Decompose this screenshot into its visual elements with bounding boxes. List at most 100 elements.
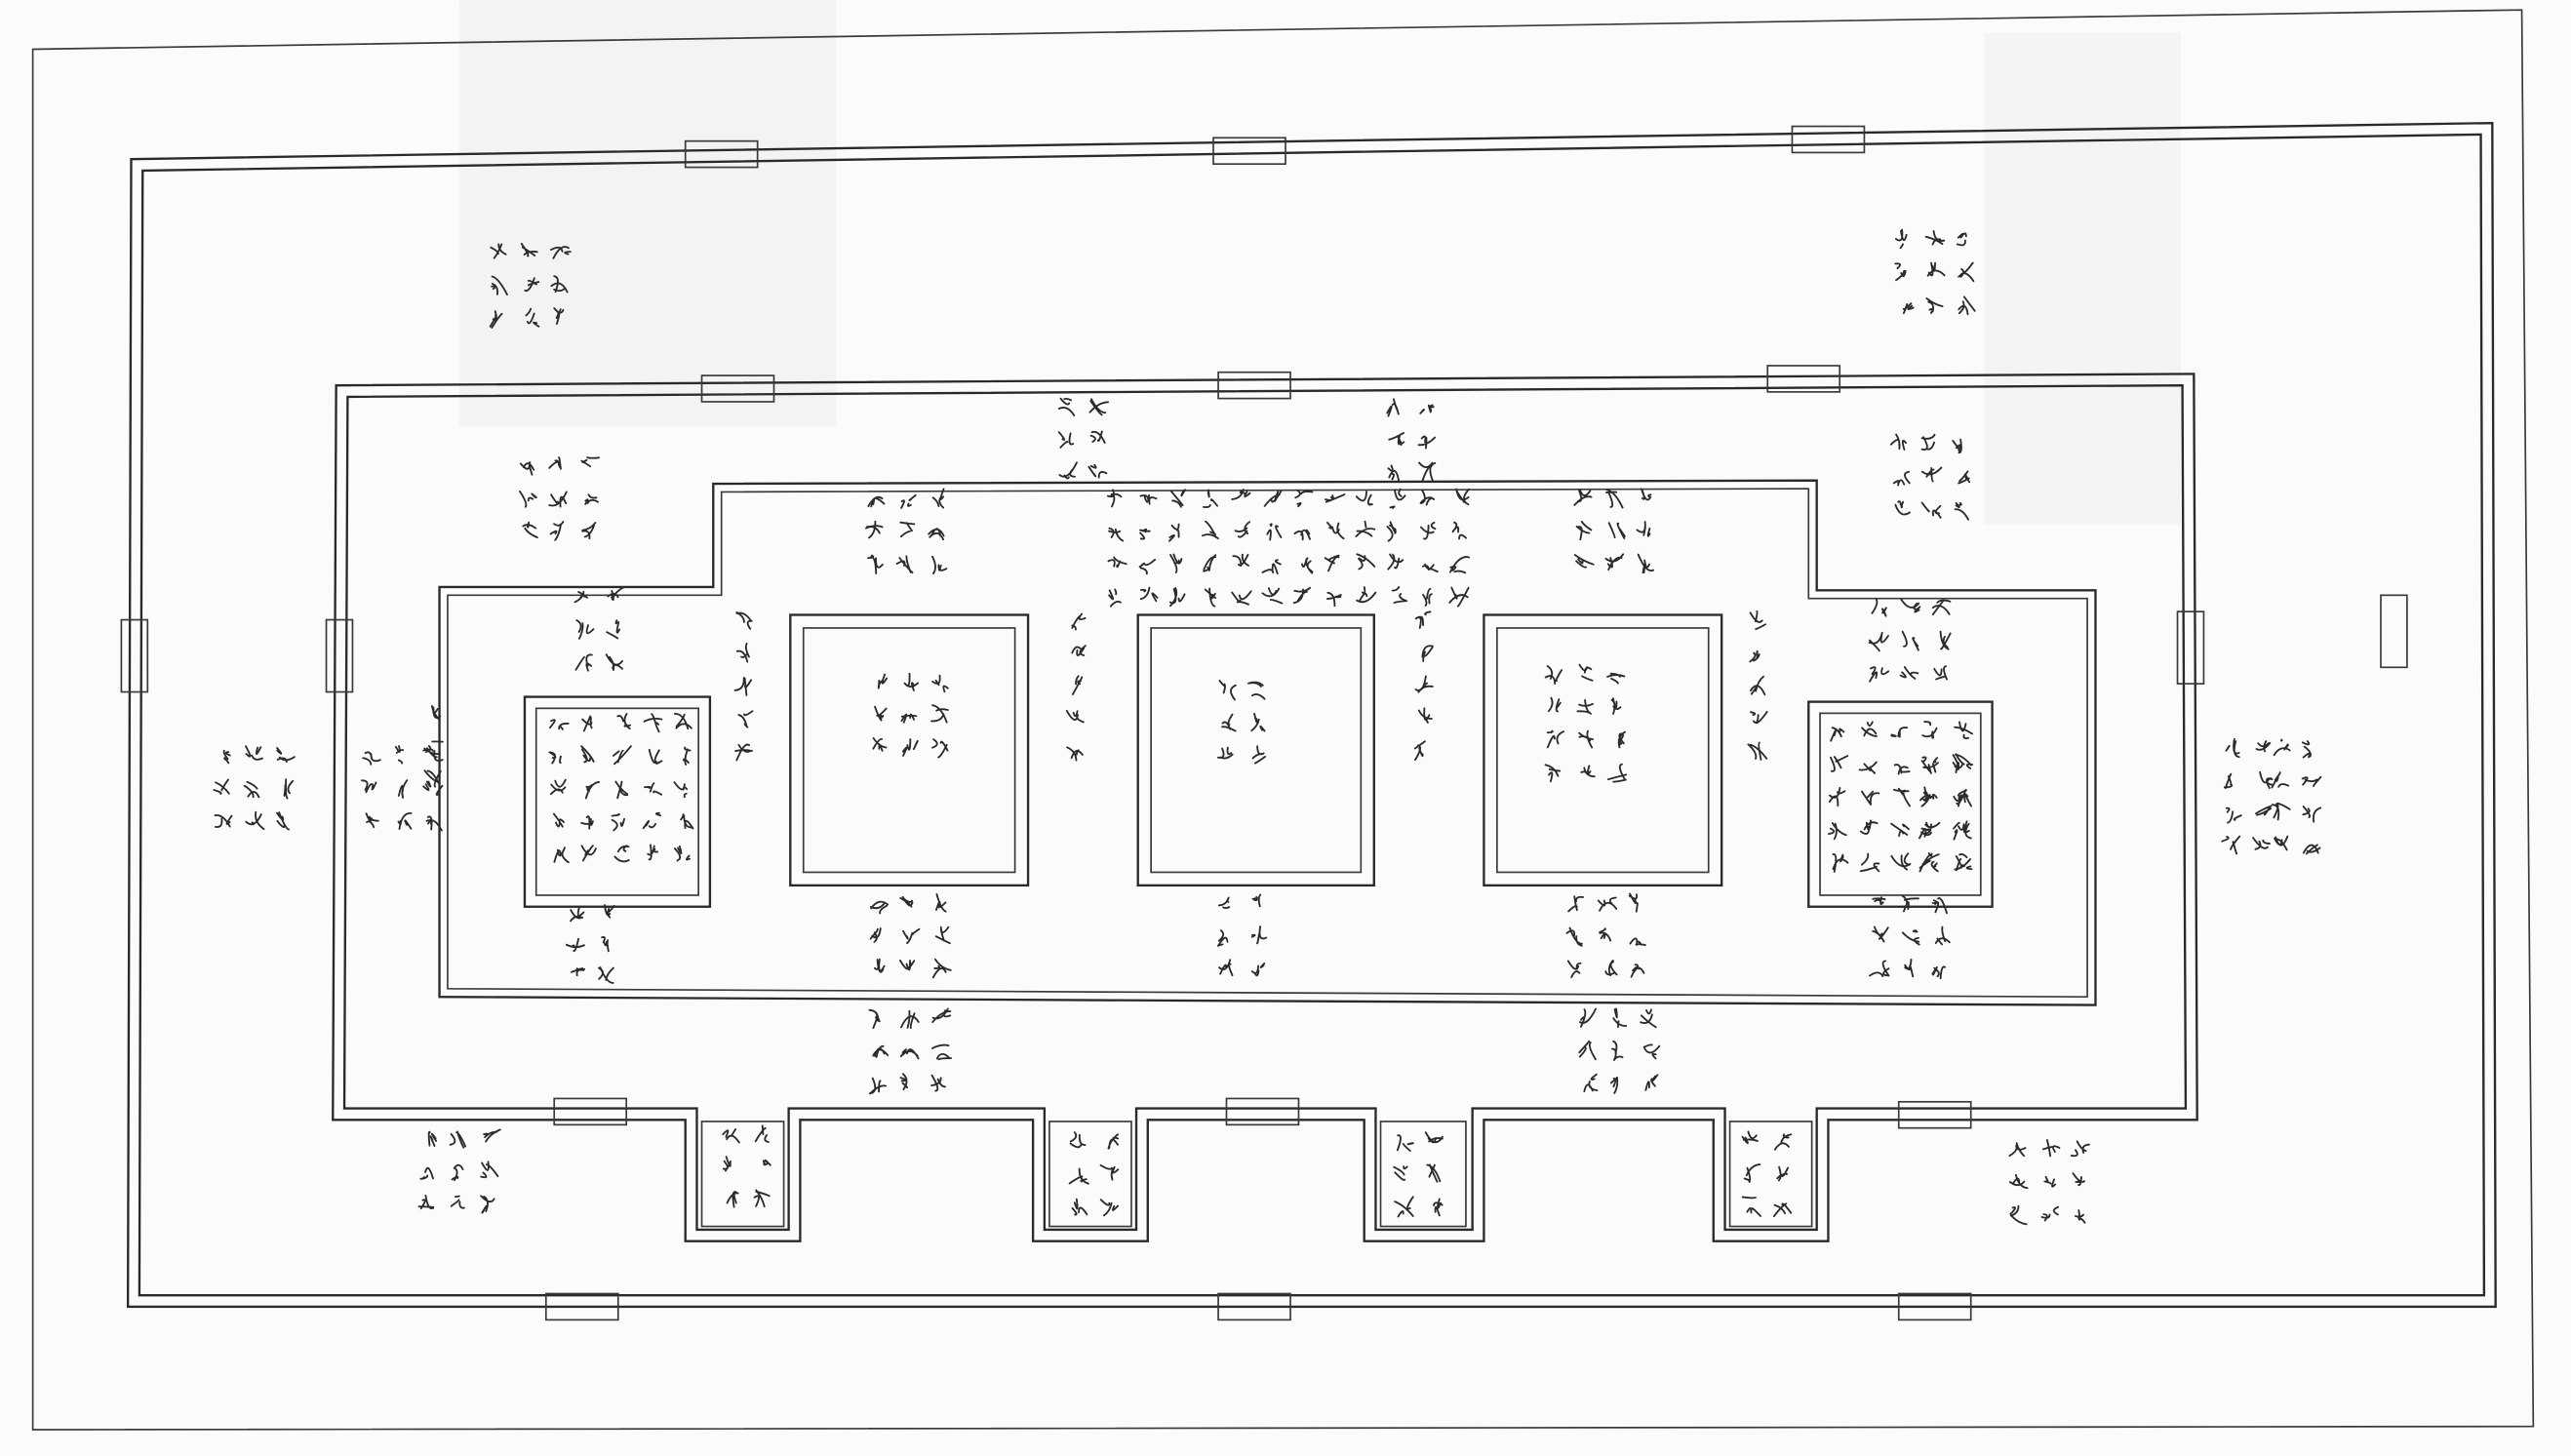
inscription-glyph (598, 966, 614, 984)
inscription-glyph (735, 611, 753, 630)
inscription-glyph (1139, 586, 1159, 603)
inscription-glyph (1830, 727, 1845, 742)
inscription-glyph (1386, 521, 1397, 542)
inscription-glyph (900, 1009, 920, 1030)
inscription-glyph (1263, 490, 1283, 507)
inscription-glyph (1251, 745, 1267, 765)
inscription-glyph (574, 590, 588, 604)
halls (523, 613, 1994, 908)
inscription-glyph (213, 778, 230, 795)
inscription-glyph (1250, 712, 1266, 732)
inscription-glyph (451, 1163, 464, 1182)
inscription-glyph (519, 461, 535, 476)
inscription-glyph (574, 653, 593, 672)
inscription-glyph (2254, 805, 2273, 816)
inscription-glyph (1418, 461, 1437, 483)
inscription-glyph (518, 490, 537, 508)
inscription-glyph (1324, 554, 1340, 572)
inscription-glyph (1234, 521, 1250, 538)
inscription-glyph (1931, 599, 1952, 616)
sheet-border (31, 9, 2535, 1431)
inscription-glyph (425, 815, 443, 832)
inscription-glyph (553, 307, 565, 326)
inscription-glyph (734, 743, 753, 762)
gate-marker (2176, 610, 2205, 685)
inscription-glyph (283, 778, 295, 800)
inscription-glyph (1424, 1131, 1444, 1144)
inscription-glyph (1107, 489, 1123, 508)
inscription-glyph (2072, 1172, 2085, 1187)
inscription-glyph (1610, 1040, 1624, 1061)
paper-stains (458, 0, 2181, 526)
inscription-glyph (361, 779, 377, 794)
inscription-glyph (1218, 959, 1234, 977)
inscription-glyph (1830, 755, 1849, 772)
inscription-glyph (1293, 529, 1311, 541)
inscription-glyph (737, 710, 754, 728)
inscription-glyph (553, 846, 570, 864)
inscription-marks (213, 228, 2322, 1226)
inscription-glyph (1920, 466, 1943, 483)
inscription-glyph (1890, 852, 1912, 871)
inscription-glyph (1261, 559, 1282, 575)
inscription-glyph (673, 781, 689, 799)
inscription-glyph (1426, 1163, 1442, 1183)
inscription-glyph (1578, 1040, 1597, 1061)
inscription-glyph (245, 810, 265, 830)
inscription-glyph (647, 844, 659, 861)
inscription-glyph (584, 781, 601, 800)
inscription-glyph (450, 1195, 465, 1209)
inscription-glyph (422, 780, 444, 796)
inscription-glyph (276, 811, 290, 831)
inscription-glyph (1920, 433, 1936, 451)
inscription-glyph (1931, 897, 1948, 915)
inscription-glyph (1871, 598, 1887, 617)
inscription-glyph (1301, 557, 1314, 574)
inscription-glyph (480, 1195, 495, 1214)
gate-marker (1217, 371, 1291, 400)
inscription-glyph (2221, 835, 2241, 855)
inscription-glyph (1089, 430, 1106, 444)
inscription-glyph (431, 705, 442, 722)
inscription-glyph (1894, 500, 1911, 516)
inscription-glyph (1421, 563, 1439, 573)
inscription-glyph (1216, 746, 1234, 760)
inscription-glyph (673, 712, 692, 730)
gate-marker (325, 618, 354, 693)
inscription-glyph (2041, 1139, 2061, 1158)
inscription-glyph (1393, 1165, 1408, 1181)
gate-marker (1217, 1292, 1291, 1321)
inscription-glyph (930, 1074, 946, 1092)
inscription-glyph (901, 738, 919, 757)
inscription-glyph (1609, 1076, 1619, 1094)
inscription-glyph (1448, 586, 1470, 608)
inscription-glyph (1217, 896, 1231, 910)
inscription-glyph (1396, 1134, 1414, 1152)
inscription-glyph (1419, 489, 1436, 506)
inscription-glyph (548, 491, 568, 508)
inscription-glyph (548, 751, 562, 765)
inscription-glyph (872, 1044, 890, 1058)
inscription-glyph (423, 769, 442, 788)
inscription-glyph (930, 1043, 952, 1061)
inscription-glyph (550, 275, 569, 294)
inscription-glyph (930, 704, 949, 724)
inscription-glyph (1066, 746, 1084, 762)
inscription-glyph (417, 1195, 435, 1210)
inscription-glyph (1221, 713, 1237, 732)
inscription-glyph (605, 653, 623, 671)
inscription-glyph (1386, 398, 1400, 417)
inscription-glyph (1858, 761, 1878, 774)
inscription-glyph (1355, 520, 1376, 537)
inscription-glyph (1071, 1198, 1088, 1216)
inscription-glyph (1918, 821, 1932, 840)
inscription-glyph (1294, 489, 1314, 508)
inscription-glyph (1636, 521, 1651, 537)
inscription-glyph (1890, 727, 1909, 738)
inscription-glyph (2271, 771, 2290, 789)
inscription-glyph (1573, 489, 1593, 506)
inscription-glyph (1261, 587, 1284, 605)
inscription-glyph (1958, 261, 1975, 283)
inscription-glyph (753, 1189, 771, 1208)
